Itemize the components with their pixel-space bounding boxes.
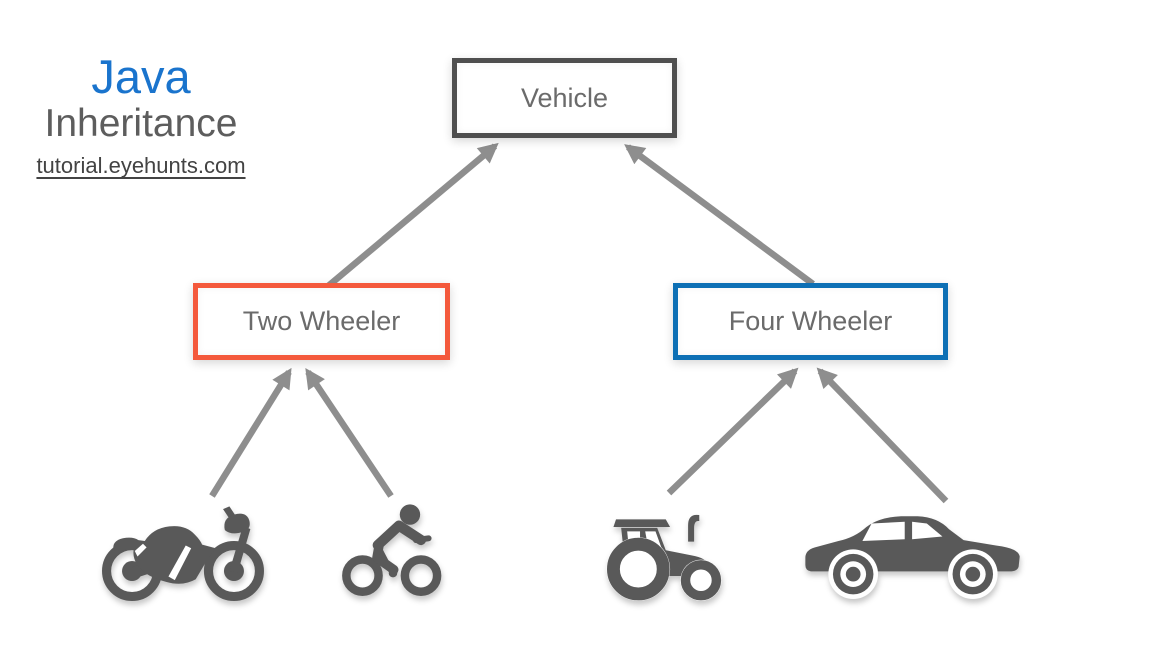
arrow-motorcycle-to-two-wheeler (209, 367, 292, 498)
motorcycle-icon (102, 506, 264, 602)
car-icon (805, 516, 1020, 599)
brand-title: Java (91, 50, 191, 103)
arrow-two-wheeler-to-vehicle (324, 142, 499, 290)
arrow-four-wheeler-to-vehicle (624, 144, 815, 287)
node-two-wheeler: Two Wheeler (193, 283, 450, 360)
node-four-wheeler: Four Wheeler (673, 283, 948, 360)
arrow-bicycle-to-two-wheeler (305, 367, 394, 498)
node-vehicle: Vehicle (452, 58, 677, 138)
cyclist-icon (342, 504, 442, 596)
node-vehicle-label: Vehicle (520, 82, 609, 113)
arrow-car-to-four-wheeler (816, 367, 949, 504)
node-four-wheeler-label: Four Wheeler (728, 306, 893, 336)
node-two-wheeler-label: Two Wheeler (242, 306, 401, 336)
site-link[interactable]: tutorial.eyehunts.com (36, 153, 246, 179)
tractor-icon (606, 514, 722, 601)
title-block: Java Inheritance tutorial.eyehunts.com (12, 52, 270, 179)
page-title: Inheritance (44, 102, 238, 146)
arrow-tractor-to-four-wheeler (666, 367, 799, 496)
